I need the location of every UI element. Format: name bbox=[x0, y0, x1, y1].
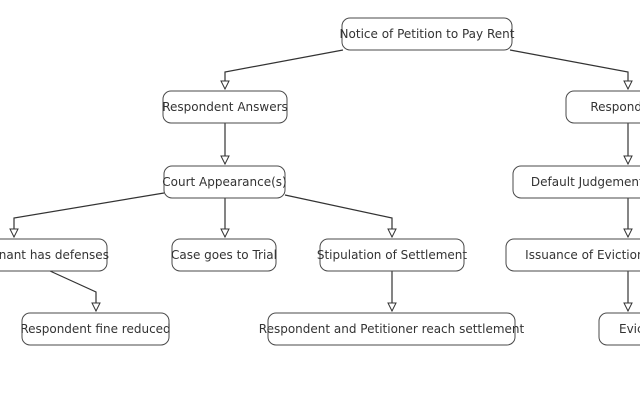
edge-court-to-defenses bbox=[9, 192, 165, 239]
edge-court-to-trial bbox=[220, 198, 230, 239]
node-box bbox=[512, 165, 640, 199]
node-box bbox=[0, 238, 108, 272]
arrowhead-icon bbox=[387, 228, 397, 239]
node-label: Respondent Answers bbox=[162, 100, 288, 114]
node-label: Notice of Petition to Pay Rent bbox=[340, 27, 515, 41]
node-label: Default Judgement Aw bbox=[531, 175, 640, 189]
edge-line bbox=[13, 192, 165, 237]
node-box bbox=[598, 312, 640, 346]
edge-no_answer-to-default bbox=[623, 123, 633, 166]
arrowhead-icon bbox=[387, 302, 397, 313]
node-box bbox=[267, 312, 516, 346]
edge-default-to-warrant bbox=[623, 198, 633, 239]
node-box bbox=[505, 238, 640, 272]
node-label: Respondent fine reduced bbox=[20, 322, 170, 336]
node-label: Case goes to Trial bbox=[171, 248, 277, 262]
edge-line bbox=[224, 49, 344, 89]
node-notice: Notice of Petition to Pay Rent bbox=[340, 17, 515, 51]
node-answers: Respondent Answers bbox=[162, 90, 288, 124]
node-settlement: Respondent and Petitioner reach settleme… bbox=[259, 312, 525, 346]
edge-layer bbox=[9, 49, 633, 313]
node-box bbox=[565, 90, 640, 124]
node-eviction: Evictio bbox=[598, 312, 640, 346]
node-box bbox=[162, 90, 288, 124]
edge-line bbox=[509, 49, 629, 89]
node-label: Court Appearance(s) bbox=[162, 175, 286, 189]
node-no_answer: Respondent bbox=[565, 90, 640, 124]
node-label: Respondent and Petitioner reach settleme… bbox=[259, 322, 525, 336]
arrowhead-icon bbox=[623, 155, 633, 166]
edge-line bbox=[284, 194, 393, 237]
arrowhead-icon bbox=[623, 228, 633, 239]
arrowhead-icon bbox=[9, 228, 19, 239]
node-label: Respondent bbox=[590, 100, 640, 114]
arrowhead-icon bbox=[91, 302, 101, 313]
node-label: Tenant has defenses bbox=[0, 248, 109, 262]
node-warrant: Issuance of Eviction Wa bbox=[505, 238, 640, 272]
edge-answers-to-court bbox=[220, 123, 230, 166]
edge-notice-to-no_answer bbox=[509, 49, 633, 91]
edge-notice-to-answers bbox=[220, 49, 344, 91]
edge-stipulation-to-settlement bbox=[387, 271, 397, 313]
node-trial: Case goes to Trial bbox=[171, 238, 277, 272]
node-box bbox=[319, 238, 465, 272]
node-stipulation: Stipulation of Settlement bbox=[317, 238, 468, 272]
edge-court-to-stipulation bbox=[284, 194, 397, 239]
node-box bbox=[171, 238, 277, 272]
arrowhead-icon bbox=[220, 155, 230, 166]
edge-warrant-to-eviction bbox=[623, 271, 633, 313]
node-label: Issuance of Eviction Wa bbox=[525, 248, 640, 262]
node-box bbox=[21, 312, 170, 346]
node-box bbox=[341, 17, 513, 51]
node-default: Default Judgement Aw bbox=[512, 165, 640, 199]
node-box bbox=[163, 165, 286, 199]
node-label: Stipulation of Settlement bbox=[317, 248, 468, 262]
arrowhead-icon bbox=[623, 302, 633, 313]
node-defenses: Tenant has defenses bbox=[0, 238, 109, 272]
node-court: Court Appearance(s) bbox=[162, 165, 287, 199]
arrowhead-icon bbox=[220, 80, 230, 91]
node-fine: Respondent fine reduced bbox=[20, 312, 171, 346]
node-layer: Notice of Petition to Pay RentRespondent… bbox=[0, 17, 640, 346]
node-label: Evictio bbox=[619, 322, 640, 336]
arrowhead-icon bbox=[623, 80, 633, 91]
edge-line bbox=[49, 270, 97, 311]
arrowhead-icon bbox=[220, 228, 230, 239]
edge-defenses-to-fine bbox=[49, 270, 101, 313]
